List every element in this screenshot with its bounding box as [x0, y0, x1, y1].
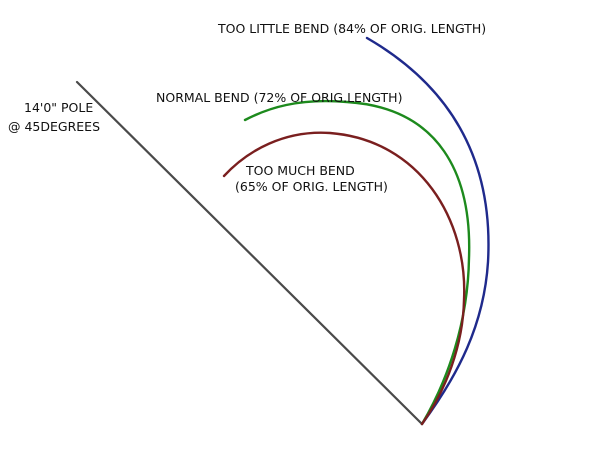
too-much-bend-label-line1: TOO MUCH BEND: [245, 163, 355, 178]
too-much-bend-curve: [222, 131, 466, 426]
too-much-bend-label-line2: (65% OF ORIG. LENGTH): [235, 179, 388, 194]
too-little-bend-curve: [365, 36, 490, 426]
too-little-bend-label: TOO LITTLE BEND (84% OF ORIG. LENGTH): [217, 21, 486, 36]
pole-label-line1: 14'0" POLE: [24, 100, 93, 115]
straight-pole-line: [75, 80, 424, 426]
normal-bend-label: NORMAL BEND (72% OF ORIG.LENGTH): [156, 90, 402, 105]
pole-label-line2: @ 45DEGREES: [8, 119, 100, 134]
normal-bend-curve: [243, 99, 471, 426]
